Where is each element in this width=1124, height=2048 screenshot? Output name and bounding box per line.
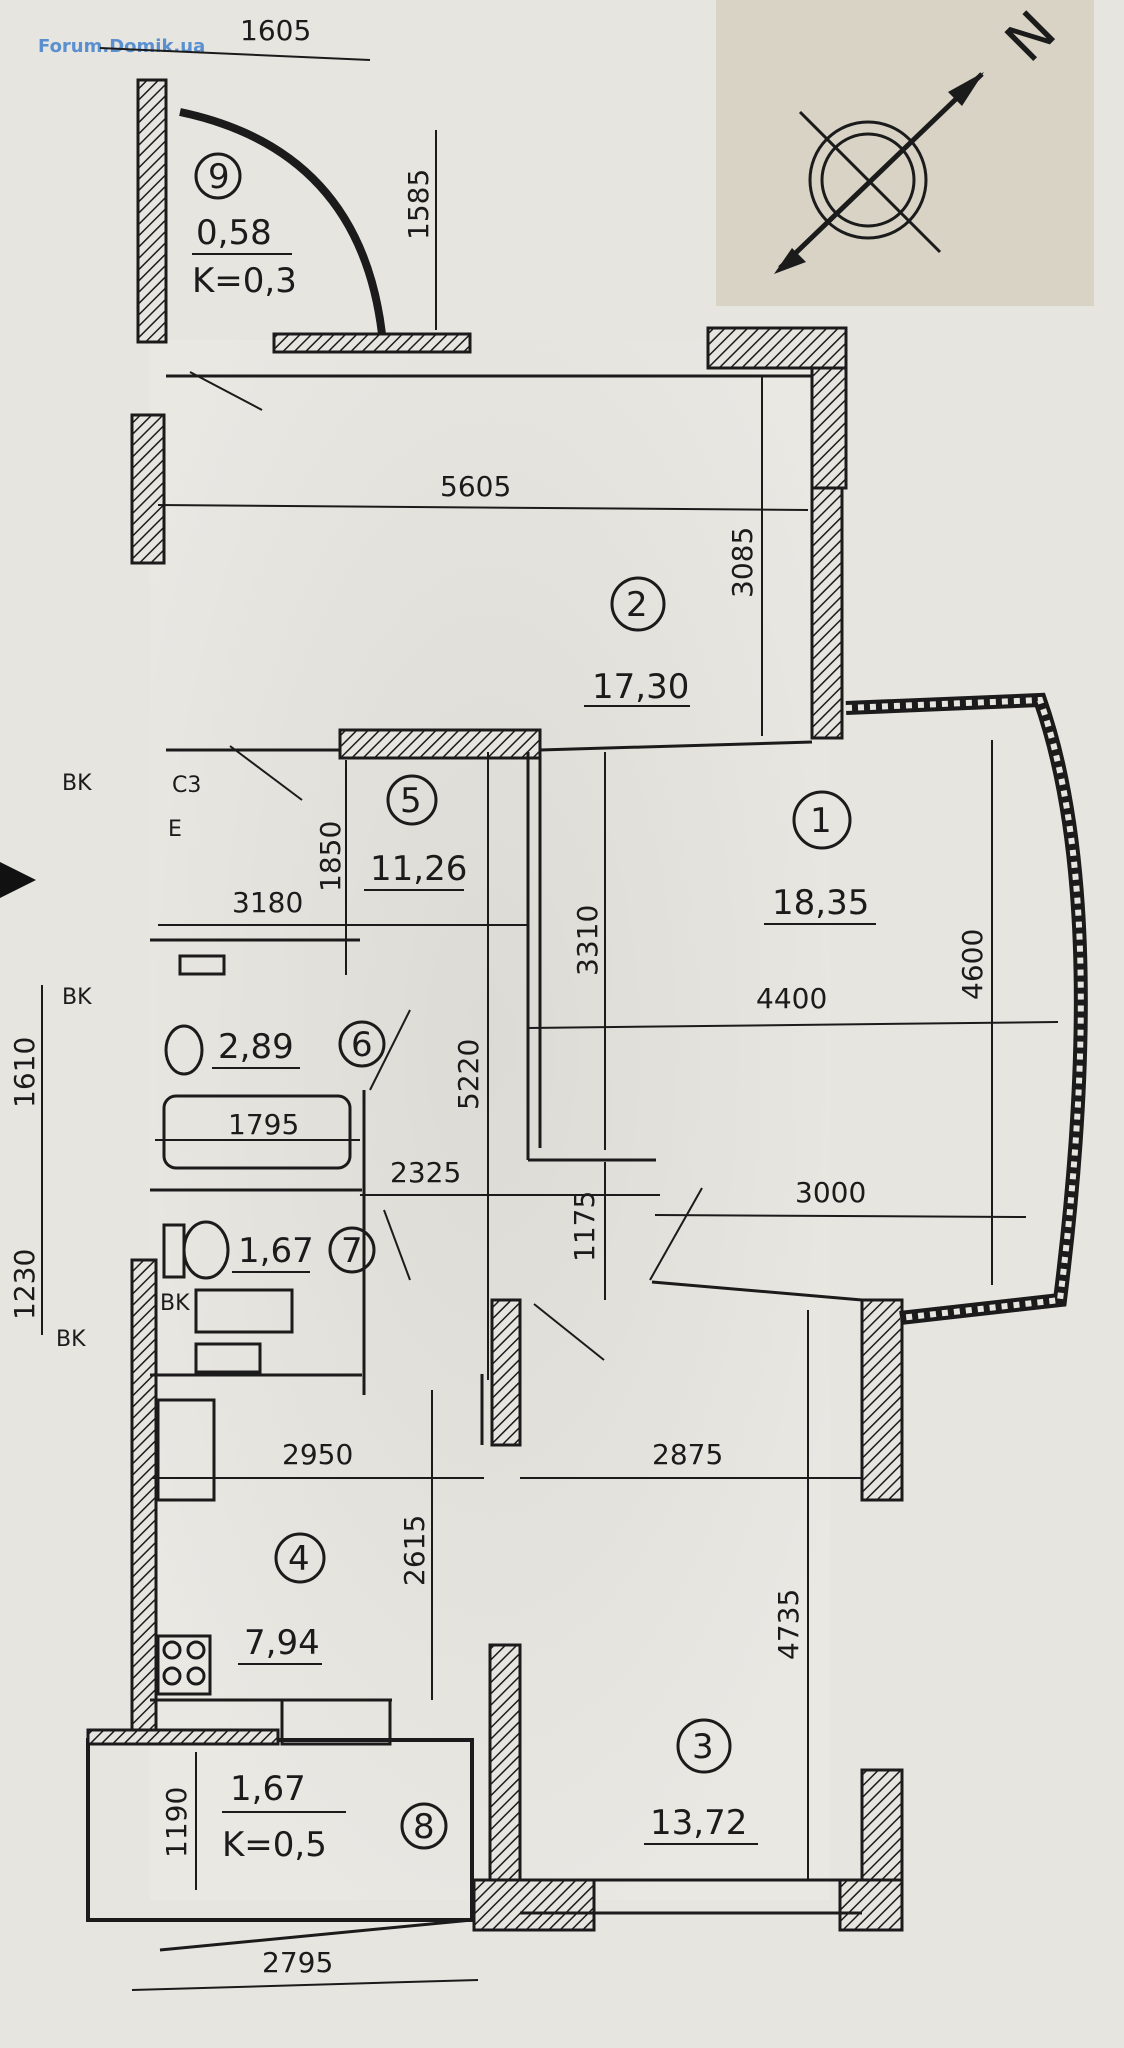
compass-arrow-shaft (778, 72, 984, 270)
dim-5220: 5220 (452, 1039, 485, 1110)
dim-4735: 4735 (772, 1589, 805, 1660)
service-tags: BK C3 E BK BK BK (56, 771, 201, 1352)
dim-1230: 1230 (8, 1249, 41, 1320)
room-5-area: 11,26 (370, 849, 467, 889)
room-5-number: 5 (400, 781, 422, 821)
room-1-area: 18,35 (772, 883, 869, 923)
compass: N (716, 0, 1094, 306)
shelf (178, 954, 226, 976)
watermark: Forum.Domik.ua (38, 36, 205, 57)
room-1-number: 1 (810, 801, 832, 841)
room-8-number: 8 (413, 1807, 435, 1847)
dim-1610: 1610 (8, 1037, 41, 1108)
dim-1605: 1605 (240, 14, 311, 47)
dim-2875: 2875 (652, 1438, 723, 1471)
room-7-number: 7 (341, 1231, 363, 1271)
dim-2950: 2950 (282, 1438, 353, 1471)
entrance-arrow-icon (0, 862, 36, 898)
room-4-area: 7,94 (244, 1623, 320, 1663)
toilet-tank (162, 1223, 186, 1279)
kitchen-sink (156, 1398, 216, 1502)
dim-1850: 1850 (314, 821, 347, 892)
room-8-area: 1,67 (230, 1769, 306, 1809)
fixtures (156, 954, 392, 1746)
dim-2325: 2325 (390, 1156, 461, 1189)
washbasin (164, 1024, 204, 1076)
dim-2615: 2615 (398, 1515, 431, 1586)
room-4-number: 4 (288, 1539, 310, 1579)
dim-4400: 4400 (756, 982, 827, 1015)
tag-vk-2: BK (62, 985, 92, 1010)
bathtub (162, 1094, 352, 1170)
utility-unit (194, 1288, 294, 1334)
room-2-number: 2 (626, 585, 648, 625)
burner-icon (186, 1666, 206, 1686)
dim-5605: 5605 (440, 470, 511, 503)
compass-arrow-tail (774, 248, 806, 274)
dim-3085: 3085 (726, 527, 759, 598)
utility-unit-small (194, 1342, 262, 1374)
dim-1795: 1795 (228, 1108, 299, 1141)
tag-vk-4: BK (160, 1291, 190, 1316)
dimension-lines (41, 47, 1059, 1991)
burner-icon (186, 1640, 206, 1660)
counter (280, 1698, 392, 1746)
stove (156, 1634, 212, 1696)
dim-3180: 3180 (232, 886, 303, 919)
compass-outer-circle (808, 120, 928, 240)
room-7-area: 1,67 (238, 1231, 314, 1271)
room-2-area: 17,30 (592, 667, 689, 707)
room-labels: 9 0,58 K=0,3 2 17,30 5 11,26 1 18,35 6 2… (192, 152, 876, 1865)
dimension-labels: 1605 1585 5605 3085 3180 1850 3310 4400 … (8, 14, 989, 1979)
dim-1190: 1190 (160, 1787, 193, 1858)
room-8-coef: K=0,5 (222, 1825, 327, 1865)
room-3-number: 3 (692, 1727, 714, 1767)
dim-3000: 3000 (795, 1176, 866, 1209)
room-6-number: 6 (351, 1025, 373, 1065)
burner-icon (162, 1666, 182, 1686)
dim-4600: 4600 (956, 929, 989, 1000)
dim-1585: 1585 (402, 169, 435, 240)
tag-sz: C3 (172, 773, 201, 798)
compass-inner-circle (820, 132, 916, 228)
walls (86, 78, 1088, 1932)
room-9-area: 0,58 (196, 213, 272, 253)
dim-2795: 2795 (262, 1946, 333, 1979)
room-9-coef: K=0,3 (192, 261, 297, 301)
tag-e: E (168, 817, 182, 842)
dim-1175: 1175 (568, 1191, 601, 1262)
room-3-area: 13,72 (650, 1803, 747, 1843)
dim-3310: 3310 (571, 905, 604, 976)
burner-icon (162, 1640, 182, 1660)
room-9-number: 9 (208, 157, 230, 197)
room-6-area: 2,89 (218, 1027, 294, 1067)
tag-vk-3: BK (56, 1327, 86, 1352)
tag-vk-1: BK (62, 771, 92, 796)
partitions (150, 371, 863, 1952)
compass-arrow-head (948, 72, 984, 106)
